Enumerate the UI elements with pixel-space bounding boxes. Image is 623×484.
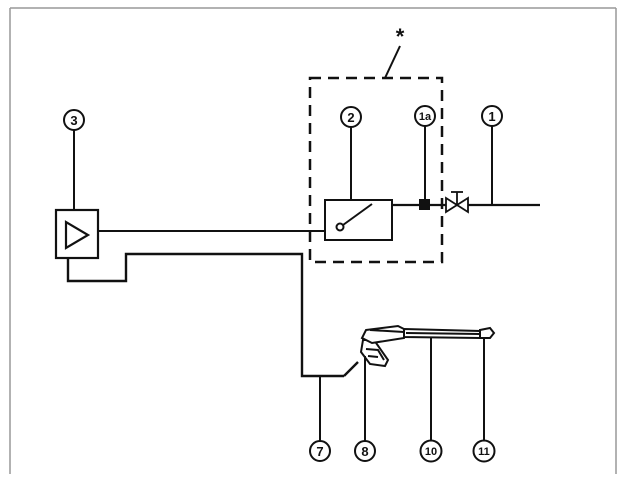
callout-1: 1 <box>481 105 503 205</box>
asterisk-leader <box>384 45 401 79</box>
callout-10: 10 <box>419 337 443 463</box>
callout-3: 3 <box>63 109 85 210</box>
spray-gun-icon <box>359 324 408 368</box>
svg-text:11: 11 <box>478 446 490 458</box>
svg-text:3: 3 <box>70 113 77 128</box>
svg-text:2: 2 <box>347 110 354 125</box>
outer-border <box>9 7 617 474</box>
callout-7: 7 <box>309 376 331 462</box>
nozzle-icon <box>479 326 496 339</box>
callout-11: 11 <box>472 338 496 463</box>
svg-text:8: 8 <box>361 444 368 459</box>
dashed-enclosure <box>308 76 444 264</box>
callout-2: 2 <box>340 106 362 200</box>
sensor-block-icon <box>419 199 430 210</box>
pressure-switch <box>324 199 393 241</box>
valve-icon <box>445 191 469 214</box>
pump-icon <box>54 208 100 260</box>
svg-text:1: 1 <box>488 109 495 124</box>
svg-text:1a: 1a <box>419 111 432 123</box>
spray-lance <box>403 327 481 340</box>
asterisk-marker: * <box>396 24 405 49</box>
svg-text:10: 10 <box>425 446 437 458</box>
high-pressure-hose <box>66 252 359 378</box>
callout-1a: 1a <box>414 105 436 199</box>
svg-text:7: 7 <box>316 444 323 459</box>
callout-8: 8 <box>354 356 376 462</box>
